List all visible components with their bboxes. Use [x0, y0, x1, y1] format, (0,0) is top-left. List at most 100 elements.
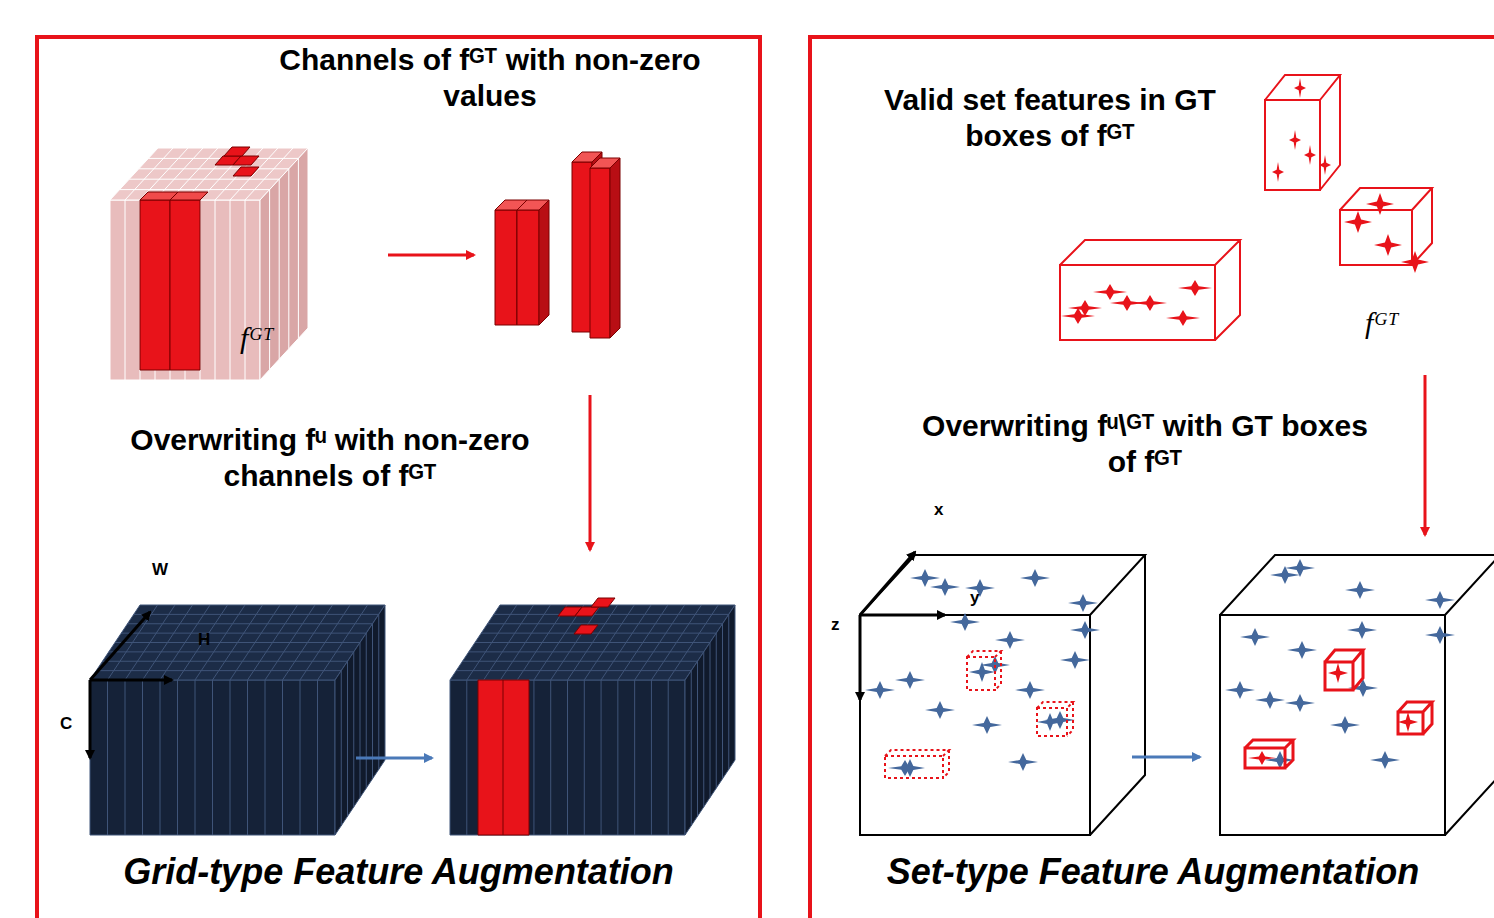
- box-outline: [1220, 555, 1494, 835]
- axis: [90, 679, 172, 682]
- grid-line: [651, 680, 652, 835]
- grid-line: [317, 680, 318, 835]
- grid-line: [230, 680, 231, 835]
- feature-star: [1166, 310, 1200, 326]
- feature-star: [1294, 78, 1306, 98]
- step-label: Overwriting fᵘ\ᴳᵀ with GT boxes of fᴳᵀ: [905, 408, 1385, 480]
- grid-line: [125, 200, 126, 380]
- grid-line: [107, 680, 108, 835]
- feature-star: [1008, 753, 1038, 771]
- grid-line: [728, 614, 729, 769]
- feature-star: [1240, 628, 1270, 646]
- feature-star: [1068, 300, 1102, 316]
- feature-star: [1015, 681, 1045, 699]
- grid-line: [120, 189, 270, 190]
- grid-line: [710, 643, 711, 798]
- feature-star: [1401, 251, 1429, 273]
- feature-symbol: fᴳᵀ: [1365, 305, 1445, 341]
- feature-star: [972, 716, 1002, 734]
- feature-star: [895, 671, 925, 689]
- red-cell: [233, 167, 259, 176]
- grid-line: [300, 680, 301, 835]
- feature-star: [1225, 681, 1255, 699]
- grid-line: [279, 179, 280, 359]
- feature-star: [1037, 713, 1063, 731]
- feature-star: [1255, 691, 1285, 709]
- grid-line: [96, 670, 341, 671]
- box-outline: [1037, 702, 1073, 736]
- feature-star: [1425, 626, 1455, 644]
- step-label: Channels of fᴳᵀ with non-zero values: [275, 42, 705, 114]
- grid-line: [366, 633, 367, 788]
- feature-star: [1366, 193, 1394, 215]
- feature-star: [865, 681, 895, 699]
- grid-line: [125, 680, 126, 835]
- axis-label: z: [831, 615, 855, 635]
- grid-line: [347, 661, 348, 816]
- grid-line: [103, 661, 348, 662]
- feature-star: [995, 631, 1025, 649]
- grid-line: [109, 651, 354, 652]
- feature-star: [950, 613, 980, 631]
- grid-line: [121, 633, 366, 634]
- grid-line: [668, 680, 669, 835]
- feature-star: [930, 578, 960, 596]
- cube-side: [335, 605, 385, 835]
- feature-star: [1304, 145, 1316, 165]
- box-outline: [1398, 702, 1432, 734]
- red-channel: [572, 162, 592, 332]
- grid-line: [601, 680, 602, 835]
- feature-star: [1328, 663, 1348, 683]
- red-cell: [233, 156, 259, 165]
- grid-line: [716, 633, 717, 788]
- grid-line: [372, 624, 373, 779]
- box-outline: [1340, 188, 1432, 265]
- feature-star: [1272, 162, 1284, 182]
- grid-line: [463, 661, 698, 662]
- grid-line: [298, 158, 299, 338]
- grid-line: [170, 148, 218, 200]
- feature-star: [969, 662, 995, 682]
- box-outline: [1325, 650, 1363, 690]
- grid-line: [115, 642, 360, 643]
- red-arrow: [388, 254, 474, 257]
- feature-star: [1319, 155, 1331, 175]
- box-outline: [1060, 240, 1240, 340]
- grid-line: [703, 652, 704, 807]
- feature-star: [1060, 651, 1090, 669]
- grid-line: [550, 680, 551, 835]
- red-channel: [478, 680, 529, 835]
- red-cell: [224, 147, 250, 156]
- step-label: Overwriting fᵘ with non-zero channels of…: [80, 422, 580, 494]
- cube-side: [685, 605, 735, 835]
- red-channel: [140, 200, 170, 370]
- feature-star: [1289, 130, 1301, 150]
- grid-line: [134, 614, 379, 615]
- red-channel: [517, 210, 539, 325]
- red-channel: [610, 158, 620, 338]
- grid-line: [195, 680, 196, 835]
- grid-line: [360, 643, 361, 798]
- feature-star: [1345, 581, 1375, 599]
- feature-star: [1285, 694, 1315, 712]
- feature-star: [1070, 621, 1100, 639]
- grid-line: [212, 680, 213, 835]
- axis-label: W: [152, 560, 182, 580]
- feature-star: [1370, 751, 1400, 769]
- box-outline: [860, 555, 1145, 835]
- feature-star: [1285, 559, 1315, 577]
- grid-line: [691, 671, 692, 826]
- grid-line: [353, 652, 354, 807]
- grid-line: [697, 661, 698, 816]
- axis-label: y: [970, 588, 994, 608]
- feature-star: [1330, 716, 1360, 734]
- blue-arrow: [356, 757, 432, 760]
- grid-line: [469, 651, 704, 652]
- feature-star: [1287, 641, 1317, 659]
- grid-line: [142, 680, 143, 835]
- red-arrow: [1424, 375, 1427, 535]
- blue-arrow: [1132, 756, 1200, 759]
- grid-line: [160, 680, 161, 835]
- feature-star: [1398, 712, 1418, 732]
- feature-star: [1248, 751, 1276, 765]
